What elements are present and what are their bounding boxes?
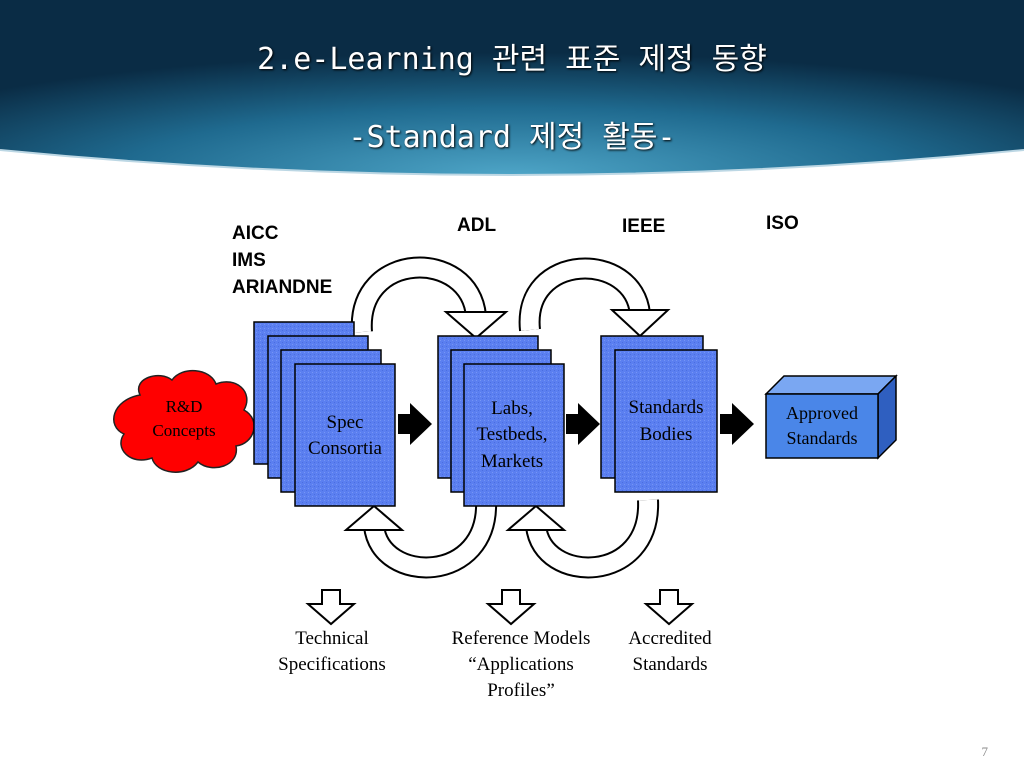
- cloud-label-line1: R&D: [166, 397, 203, 416]
- header-background: [0, 0, 1024, 176]
- accredited-line2: Standards: [632, 654, 708, 675]
- org-aicc: AICC: [232, 223, 279, 244]
- down-arrow-accredited: [643, 589, 695, 626]
- technical-line1: Technical: [295, 628, 369, 649]
- stack2-label-line3: Markets: [481, 451, 543, 472]
- stack3-card-front: [614, 349, 718, 493]
- output-accredited-standards: Accredited Standards: [612, 626, 728, 678]
- cloud-label-line2: Concepts: [152, 421, 215, 440]
- org-ieee: IEEE: [622, 216, 666, 237]
- bottom-cycle-arrow-1: [343, 499, 498, 579]
- top-cycle-arrow-1: [350, 256, 509, 340]
- org-ims: IMS: [232, 250, 266, 271]
- top-cycle-arrow-2: [518, 257, 671, 338]
- reference-line3: Profiles”: [487, 680, 555, 701]
- stack3-label-line2: Bodies: [640, 424, 693, 445]
- technical-line2: Specifications: [278, 654, 386, 675]
- slide-title: 2.e-Learning 관련 표준 제정 동향: [257, 42, 767, 77]
- standards-bodies-stack: Standards Bodies: [600, 335, 718, 493]
- approved-label-line1: Approved: [786, 403, 858, 423]
- flow-arrow-1: [398, 403, 432, 445]
- down-arrow-reference: [485, 589, 537, 626]
- approved-standards-box: Approved Standards: [764, 374, 898, 460]
- stack2-label-line2: Testbeds,: [477, 424, 548, 445]
- accredited-line1: Accredited: [628, 628, 712, 649]
- output-reference-models: Reference Models “Applications Profiles”: [432, 626, 610, 704]
- reference-line1: Reference Models: [451, 628, 591, 649]
- down-arrow-technical: [305, 589, 357, 626]
- approved-label-line2: Standards: [787, 428, 858, 448]
- rd-concepts-cloud: R&D Concepts: [113, 370, 255, 473]
- page-number: 7: [981, 744, 989, 759]
- org-left-group: AICC IMS ARIANDNE: [232, 220, 332, 301]
- stack1-card-front: [294, 363, 396, 507]
- bottom-cycle-arrow-2: [505, 499, 660, 579]
- stack1-label-line1: Spec: [327, 412, 364, 433]
- stack2-card-front: [463, 363, 565, 507]
- slide-subtitle: -Standard 제정 활동-: [348, 120, 676, 155]
- org-iso: ISO: [766, 213, 799, 234]
- stack1-label-line2: Consortia: [308, 438, 382, 459]
- flow-arrow-2: [566, 403, 600, 445]
- stack3-label-line1: Standards: [629, 397, 704, 418]
- spec-consortia-stack: Spec Consortia: [253, 321, 396, 507]
- stack2-label-line1: Labs,: [491, 398, 533, 419]
- output-technical-specifications: Technical Specifications: [262, 626, 402, 678]
- slide-header: [0, 0, 1024, 178]
- labs-testbeds-stack: Labs, Testbeds, Markets: [437, 335, 565, 507]
- flow-arrow-3: [720, 403, 754, 445]
- reference-line2: “Applications: [468, 654, 574, 675]
- org-adl: ADL: [457, 215, 497, 236]
- org-ariandne: ARIANDNE: [232, 277, 333, 298]
